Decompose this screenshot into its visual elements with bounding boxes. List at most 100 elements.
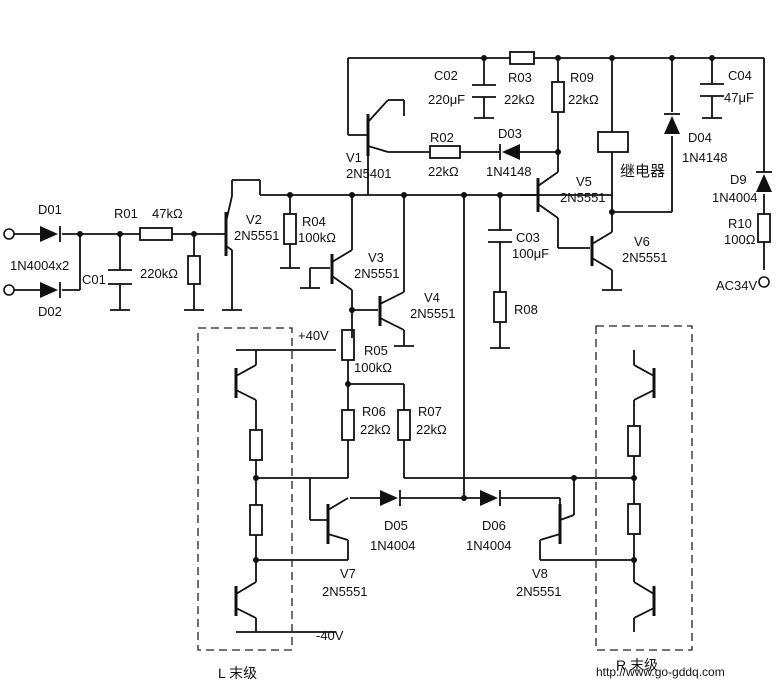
transistor-v5: [536, 171, 559, 219]
label-d05: D05: [384, 518, 408, 533]
label-v7: V7: [340, 566, 356, 581]
label-r06-val: 22kΩ: [360, 422, 391, 437]
diode-d05: [380, 490, 398, 506]
label-d06-val: 1N4004: [466, 538, 512, 553]
label-v1: V1: [346, 150, 362, 165]
label-r01-val: 47kΩ: [152, 206, 183, 221]
label-d03: D03: [498, 126, 522, 141]
label-d01: D01: [38, 202, 62, 217]
components: [3, 51, 772, 651]
label-v3: V3: [368, 250, 384, 265]
output-stage-right: [627, 364, 656, 619]
resistor-r04: [283, 213, 297, 245]
ac-terminal: [758, 276, 770, 288]
label-r02-val: 22kΩ: [428, 164, 459, 179]
label-r04: R04: [302, 214, 326, 229]
label-d04-val: 1N4148: [682, 150, 728, 165]
diode-d06: [480, 490, 498, 506]
label-v8: V8: [532, 566, 548, 581]
label-v5: V5: [576, 174, 592, 189]
label-r08: R08: [514, 302, 538, 317]
label-v6: V6: [634, 234, 650, 249]
resistor-r09: [551, 81, 565, 113]
label-r07: R07: [418, 404, 442, 419]
transistor-v8: [539, 498, 575, 544]
resistor-r07: [397, 409, 411, 441]
resistor-r06: [341, 409, 355, 441]
label-d9: D9: [730, 172, 747, 187]
label-r06: R06: [362, 404, 386, 419]
watermark-text: http://www.go-gddq.com: [596, 665, 725, 679]
junctions: [77, 55, 715, 563]
output-stage-left: [234, 364, 263, 619]
label-r04-val: 100kΩ: [298, 230, 336, 245]
label-v3-val: 2N5551: [354, 266, 400, 281]
label-d9-val: 1N4004: [712, 190, 758, 205]
wires: [14, 57, 765, 633]
label-v6-val: 2N5551: [622, 250, 668, 265]
diode-d03: [502, 144, 520, 160]
resistor-220k: [187, 255, 201, 285]
label-c02: C02: [434, 68, 458, 83]
transistor-v4: [378, 291, 405, 331]
transistor-v3: [330, 249, 353, 291]
label-c02-val: 220μF: [428, 92, 465, 107]
label-v1-val: 2N5401: [346, 166, 392, 181]
label-c04: C04: [728, 68, 752, 83]
input-terminal-2: [3, 284, 15, 296]
label-r09-val: 22kΩ: [568, 92, 599, 107]
label-v4-val: 2N5551: [410, 306, 456, 321]
label-c01: C01: [82, 272, 106, 287]
diode-d9: [756, 174, 772, 192]
label-r03-val: 22kΩ: [504, 92, 535, 107]
label-v4: V4: [424, 290, 440, 305]
label-r01: R01: [114, 206, 138, 221]
caption-right: R 末级: [616, 657, 658, 673]
label-ac34v: AC34V: [716, 278, 758, 293]
resistor-r01: [139, 227, 173, 241]
label-v7-val: 2N5551: [322, 584, 368, 599]
label-neg-supply: -40V: [316, 628, 344, 643]
label-v2: V2: [246, 212, 262, 227]
labels: D01 D02 1N4004x2 R01 47kΩ C01 220kΩ V2 2…: [10, 68, 758, 681]
input-terminal-1: [3, 228, 15, 240]
diode-d04: [664, 116, 680, 134]
diode-d01: [40, 226, 58, 242]
resistor-r05: [341, 329, 355, 361]
label-v5-val: 2N5551: [560, 190, 606, 205]
transistor-v6: [590, 231, 613, 271]
transistor-v1: [366, 99, 389, 156]
resistor-r02: [429, 145, 461, 159]
caption-left: L 末级: [218, 665, 257, 681]
label-v2-val: 2N5551: [234, 228, 280, 243]
label-r03: R03: [508, 70, 532, 85]
label-d02: D02: [38, 304, 62, 319]
left-output-box: [197, 327, 293, 651]
transistor-v7: [310, 497, 349, 544]
label-220k: 220kΩ: [140, 266, 178, 281]
label-c03-val: 100μF: [512, 246, 549, 261]
label-r07-val: 22kΩ: [416, 422, 447, 437]
right-output-box: [595, 325, 693, 651]
label-r05: R05: [364, 343, 388, 358]
label-pos-supply: +40V: [298, 328, 329, 343]
label-r10-val: 100Ω: [724, 232, 756, 247]
resistor-r08: [493, 291, 507, 323]
label-r09: R09: [570, 70, 594, 85]
relay-label: 继电器: [620, 163, 665, 180]
label-c04-val: 47μF: [724, 90, 754, 105]
transistor-v2: [218, 195, 233, 256]
label-d04: D04: [688, 130, 712, 145]
label-d05-val: 1N4004: [370, 538, 416, 553]
label-d01-val: 1N4004x2: [10, 258, 69, 273]
label-d06: D06: [482, 518, 506, 533]
diode-d02: [40, 282, 58, 298]
resistor-r10: [757, 213, 771, 243]
label-v8-val: 2N5551: [516, 584, 562, 599]
resistor-r03: [509, 51, 535, 65]
label-r10: R10: [728, 216, 752, 231]
label-d03-val: 1N4148: [486, 164, 532, 179]
label-r05-val: 100kΩ: [354, 360, 392, 375]
